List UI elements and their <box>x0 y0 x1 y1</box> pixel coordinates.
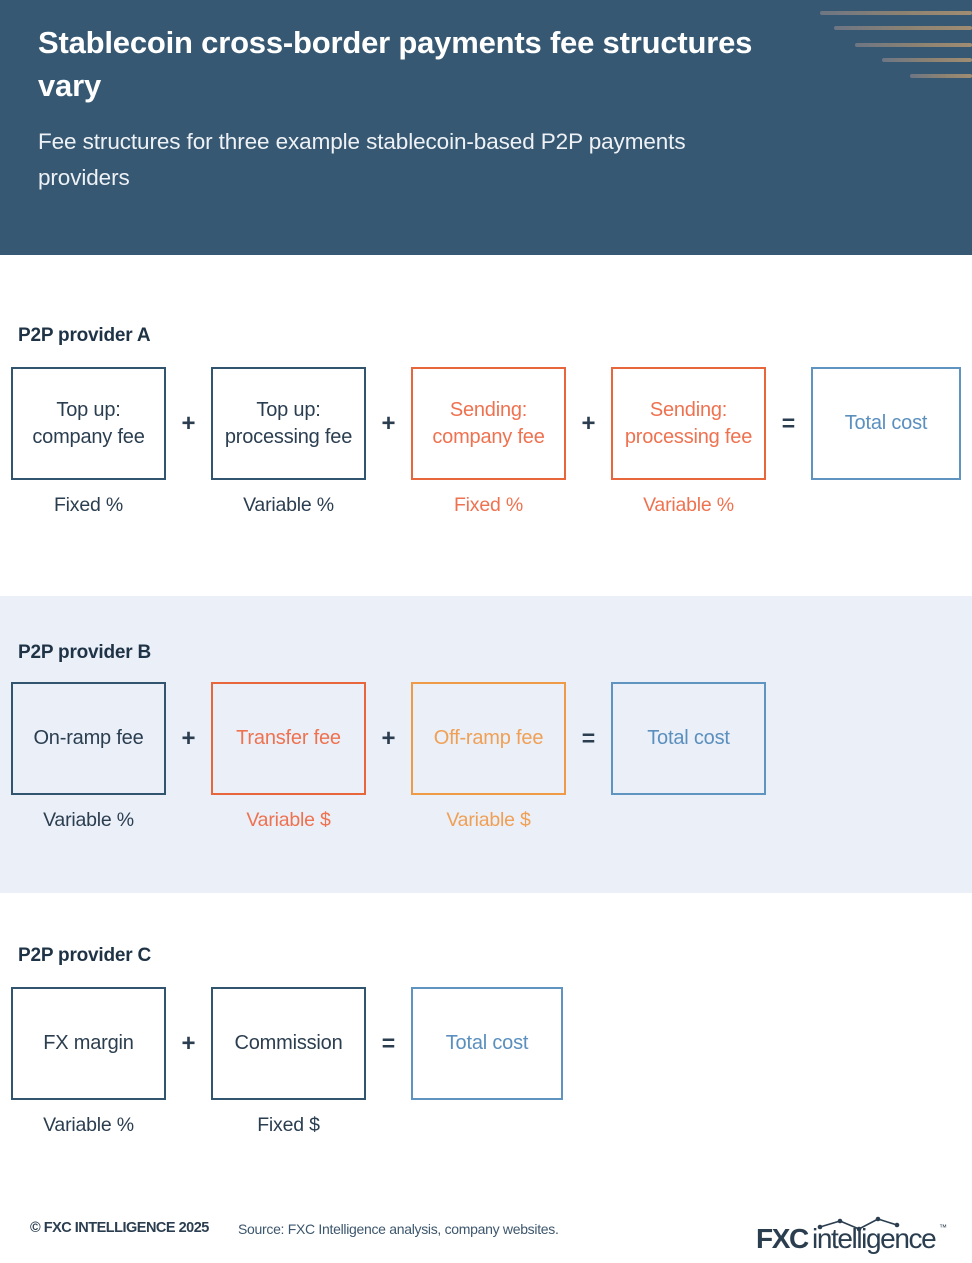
section-title: P2P provider A <box>18 325 151 346</box>
footer: © FXC INTELLIGENCE 2025 Source: FXC Inte… <box>0 1212 972 1263</box>
page-subtitle: Fee structures for three example stablec… <box>38 128 686 190</box>
operator-equals: = <box>381 1030 396 1056</box>
operator-plus: + <box>181 409 196 437</box>
logo-bold-text: FXC <box>756 1223 809 1254</box>
total-cost-box: Total cost <box>411 987 563 1100</box>
fee-type-caption: Variable % <box>43 809 134 831</box>
fee-type-caption: Fixed $ <box>257 1114 320 1136</box>
fee-box: Off-ramp fee <box>411 682 566 795</box>
total-cost-box: Total cost <box>811 367 961 480</box>
fee-type-caption: Variable $ <box>246 809 331 831</box>
page-title: Stablecoin cross-border payments fee str… <box>38 25 753 103</box>
operator-plus: + <box>181 724 196 752</box>
fee-type-caption: Fixed % <box>453 494 524 516</box>
fee-box: Commission <box>211 987 366 1100</box>
deco-line-3 <box>855 43 972 47</box>
section-title: P2P provider B <box>18 642 152 663</box>
fee-box: Transfer fee <box>211 682 366 795</box>
fee-type-caption: Variable % <box>643 494 734 516</box>
total-cost-box: Total cost <box>611 682 766 795</box>
decorative-lines-icon <box>812 6 972 106</box>
operator-plus: + <box>181 1029 196 1057</box>
deco-line-4 <box>882 58 972 62</box>
fee-type-caption: Variable % <box>243 494 334 516</box>
fee-unit: Total cost <box>811 367 961 480</box>
operator-equals: = <box>581 725 596 751</box>
copyright-text: © FXC INTELLIGENCE 2025 <box>30 1220 209 1236</box>
logo-svg: FXC intelligence ™ <box>756 1216 947 1254</box>
fee-type-caption: Variable % <box>43 1114 134 1136</box>
operator-equals: = <box>781 410 796 436</box>
deco-line-1 <box>820 11 972 15</box>
source-text: Source: FXC Intelligence analysis, compa… <box>238 1221 559 1237</box>
operator-plus: + <box>381 724 396 752</box>
fee-box: Sending: company fee <box>411 367 566 480</box>
fee-type-caption: Fixed % <box>53 494 124 516</box>
operator-plus: + <box>381 409 396 437</box>
fee-box: FX margin <box>11 987 166 1100</box>
fee-box: On-ramp fee <box>11 682 166 795</box>
header-banner: Stablecoin cross-border payments fee str… <box>0 0 972 255</box>
fxc-intelligence-logo: FXC intelligence ™ <box>754 1214 950 1256</box>
deco-line-2 <box>834 26 972 30</box>
fee-unit: Total cost <box>611 682 766 795</box>
fee-box: Top up: processing fee <box>211 367 366 480</box>
logo-light-text: intelligence <box>812 1223 936 1254</box>
fee-unit: Total cost <box>411 987 563 1100</box>
logo-trademark-text: ™ <box>939 1223 947 1232</box>
fee-box: Sending: processing fee <box>611 367 766 480</box>
fee-box: Top up: company fee <box>11 367 166 480</box>
fee-type-caption: Variable $ <box>446 809 531 831</box>
operator-plus: + <box>581 409 596 437</box>
section-title: P2P provider C <box>18 945 152 966</box>
deco-line-5 <box>910 74 972 78</box>
header-text-block: Stablecoin cross-border payments fee str… <box>38 22 758 196</box>
